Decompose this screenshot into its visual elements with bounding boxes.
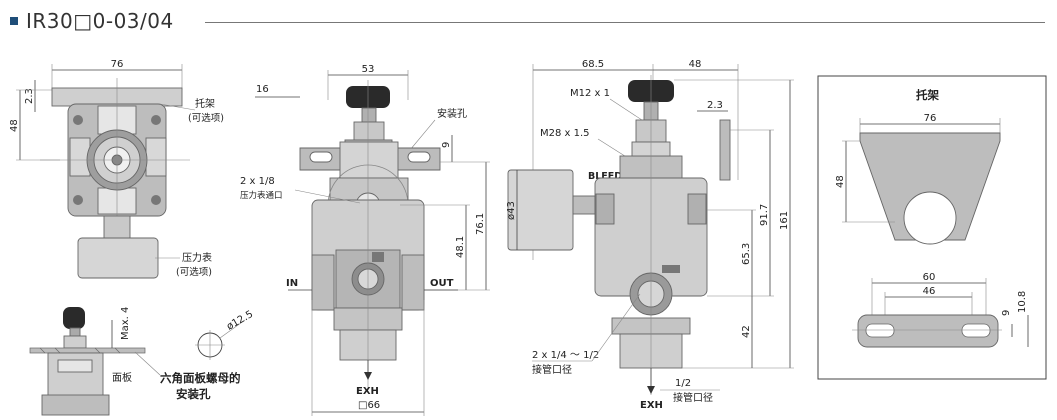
bracket-dim-46: 46 <box>923 286 936 297</box>
out-label: OUT <box>430 278 454 289</box>
hex-nut-label-2: 安装孔 <box>176 387 211 401</box>
panel-label: 面板 <box>112 371 132 384</box>
dim-48-1: 48.1 <box>455 236 466 258</box>
dim-68-5: 68.5 <box>582 59 604 70</box>
bracket-optional-label: 托架 <box>195 97 215 110</box>
square-66: □66 <box>358 400 380 411</box>
dim-48-top: 48 <box>9 119 20 132</box>
dim-76-top: 76 <box>111 59 124 70</box>
dim-65-3: 65.3 <box>741 243 752 265</box>
mount-hole-label: 安装孔 <box>437 107 467 120</box>
dim-48-side: 48 <box>689 59 702 70</box>
dim-2-3: 2.3 <box>24 88 35 104</box>
in-label: IN <box>286 278 298 289</box>
exh-label: EXH <box>356 386 379 397</box>
exh-side-label: EXH <box>640 400 663 411</box>
pipe-dia-label: 接管口径 <box>532 363 572 376</box>
pipe-dia-label-2: 接管口径 <box>673 391 713 404</box>
dim-2-3-side: 2.3 <box>707 100 723 111</box>
bracket-dim-9: 9 <box>1001 310 1012 316</box>
dim-53: 53 <box>362 64 375 75</box>
dim-phi12-5: ø12.5 <box>225 309 255 333</box>
m12-label: M12 x 1 <box>570 88 610 99</box>
bracket-view: 托架 76 48 60 46 9 <box>817 75 1047 380</box>
gauge-port-label: 压力表通口 <box>240 190 283 201</box>
hex-nut-hole: ø12.5 六角面板螺母的 安装孔 <box>160 309 255 401</box>
dim-42: 42 <box>741 325 752 338</box>
title-text: IR30□0-03/04 <box>26 9 174 33</box>
bracket-dim-10-8: 10.8 <box>1017 291 1028 313</box>
dim-9: 9 <box>441 142 452 148</box>
title-bullet-icon <box>10 17 18 25</box>
dim-91-7: 91.7 <box>759 204 770 226</box>
bleed-label: BLEED <box>588 171 622 182</box>
panel-mount-view: Max. 4 面板 <box>29 307 161 416</box>
dim-phi43: ø43 <box>506 201 517 220</box>
bracket-dim-76: 76 <box>924 113 937 124</box>
bracket-dim-48: 48 <box>835 175 846 188</box>
hex-nut-label-1: 六角面板螺母的 <box>160 371 241 385</box>
title-rule <box>205 22 1045 23</box>
dim-max4: Max. 4 <box>120 307 131 340</box>
top-view: 76 2.3 48 <box>9 59 224 279</box>
bracket-dim-60: 60 <box>923 272 936 283</box>
m28-label: M28 x 1.5 <box>540 128 590 139</box>
port-2x1-8: 2 x 1/8 <box>240 176 275 187</box>
gauge-optional-label: 压力表 <box>182 251 212 264</box>
dim-161: 161 <box>779 211 790 230</box>
gauge-optional-note: (可选项) <box>176 266 212 278</box>
section-title: IR30□0-03/04 <box>10 6 174 36</box>
dim-76-1: 76.1 <box>475 213 486 235</box>
bracket-optional-note: (可选项) <box>188 112 224 124</box>
dim-16: 16 <box>256 84 269 95</box>
front-view: 53 16 安装孔 9 <box>240 64 490 416</box>
bracket-title: 托架 <box>916 88 939 102</box>
half-label: 1/2 <box>675 378 691 389</box>
port-2x1-4: 2 x 1/4 ～ 1/2 <box>532 350 599 361</box>
side-view: 68.5 48 M12 x 1 M28 x 1.5 BLEED 2.3 <box>506 59 794 411</box>
